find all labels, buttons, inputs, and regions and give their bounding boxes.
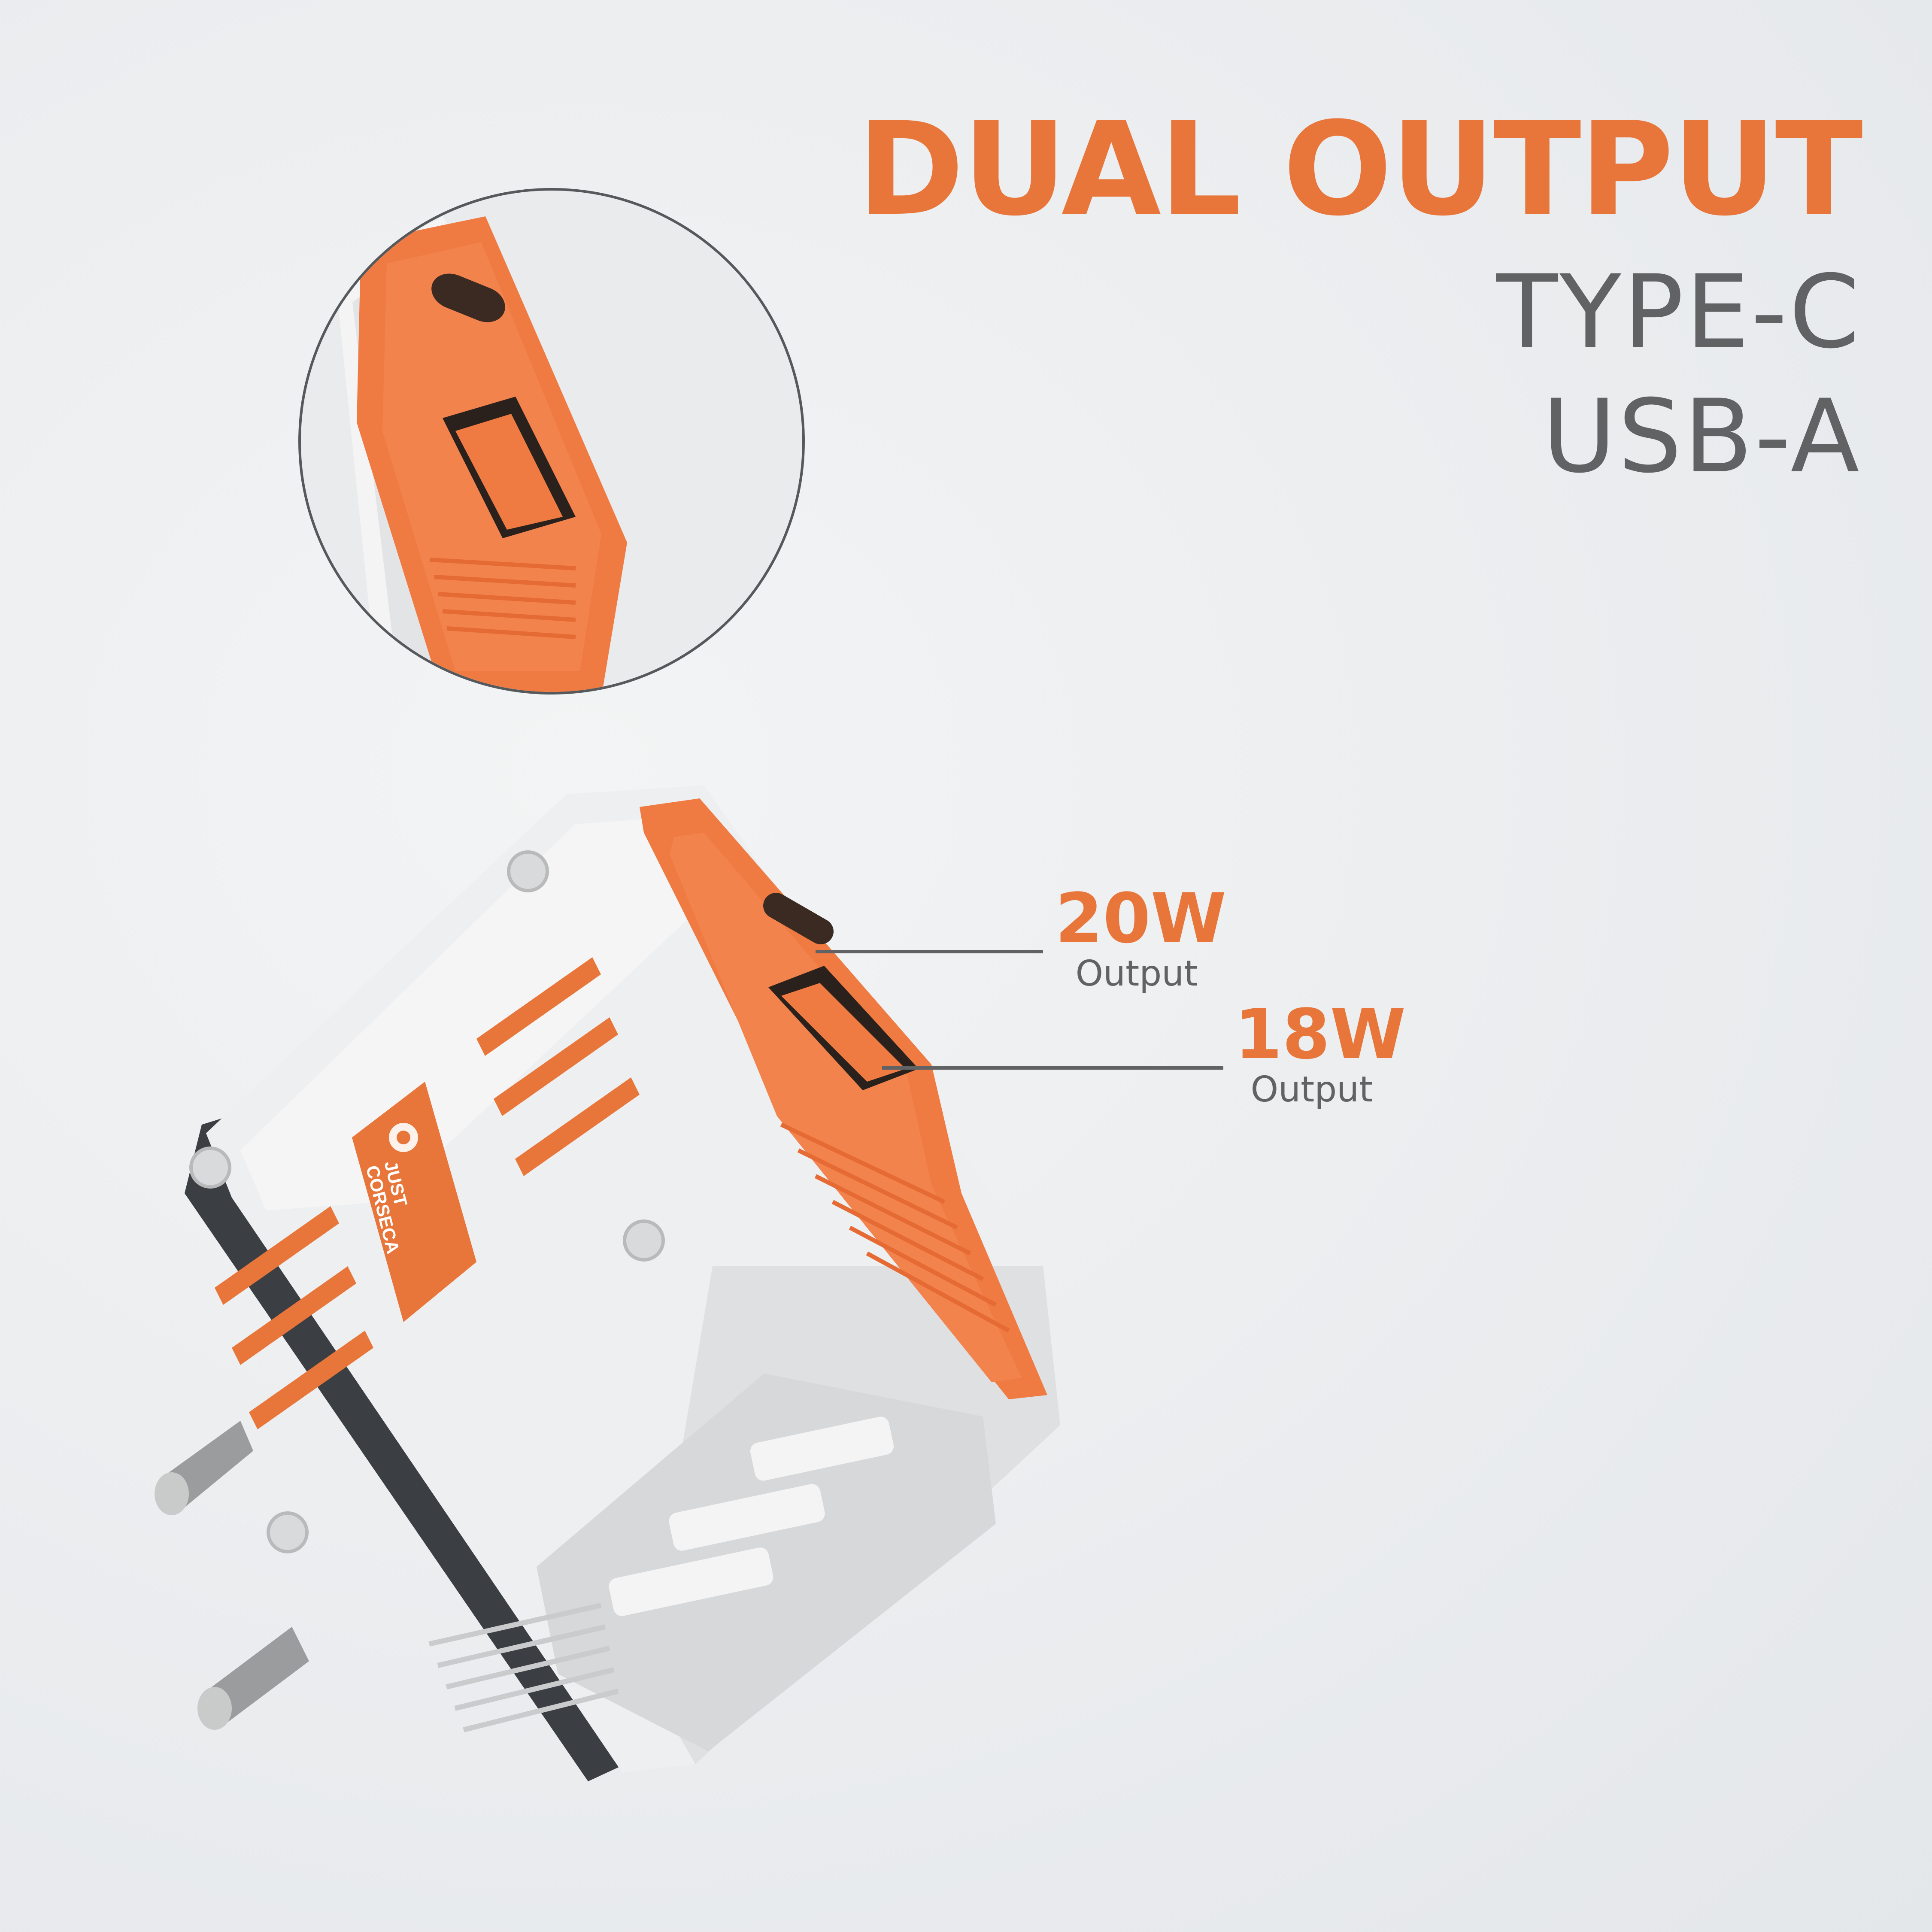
callout-18w-value: 18W <box>1234 994 1406 1074</box>
brand-text: JUST CORSECA <box>362 1159 421 1256</box>
bottom-ribs <box>428 1603 619 1732</box>
plug-pins <box>155 1421 309 1730</box>
callout-20w-value: 20W <box>1055 878 1227 958</box>
bottom-vents <box>609 1416 894 1616</box>
top-vents <box>215 957 640 1429</box>
zoom-illustration <box>335 216 627 692</box>
headline-title: DUAL OUTPUT <box>857 94 1863 244</box>
port-plate-ribs <box>780 1122 1010 1333</box>
screws <box>189 850 665 1553</box>
usb-a-port <box>768 966 919 1090</box>
ports-zoom-detail <box>298 188 805 695</box>
charger-body <box>206 786 1060 1773</box>
port-usb-a-label: USB-A <box>1542 378 1861 495</box>
callout-18w: 18W Output <box>1234 994 1406 1110</box>
callout-20w-label: Output <box>1075 953 1198 994</box>
port-type-c-label: TYPE-C <box>1496 254 1861 371</box>
type-c-port <box>763 893 834 944</box>
brand-logo-icon <box>389 1123 418 1152</box>
charger-back-plate <box>185 1107 644 1781</box>
headline: DUAL OUTPUT TYPE-C USB-A <box>857 94 1863 495</box>
callout-18w-label: Output <box>1250 1069 1373 1110</box>
callout-20w: 20W Output <box>1055 878 1227 994</box>
bottom-vent-panel <box>537 1374 996 1751</box>
port-plate <box>640 798 1047 1399</box>
